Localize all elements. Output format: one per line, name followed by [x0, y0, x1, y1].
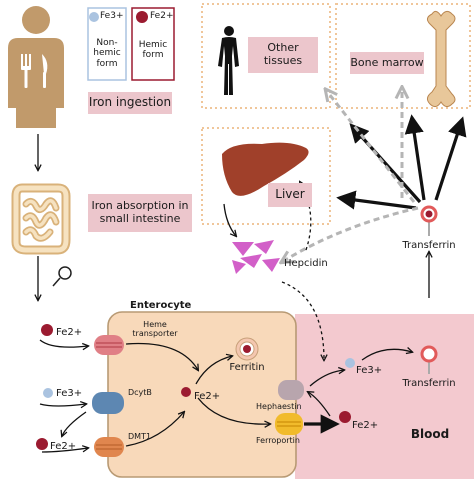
transferrin-icon [420, 205, 438, 236]
blood-label: Blood [410, 427, 450, 441]
bone-marrow-label: Bone marrow [350, 52, 424, 74]
fe2-blood-dot [339, 411, 351, 423]
ferroportin-label: Ferroportin [256, 436, 300, 445]
dmt1-label: DMT1 [128, 432, 152, 441]
hepcidin-to-liver-dashed [300, 182, 312, 251]
enterocyte-arrows [39, 339, 412, 453]
transferrin-top-label: Transferrin [402, 240, 456, 251]
fe3-blood-dot [345, 358, 355, 368]
fe3-left-label: Fe3+ [56, 388, 83, 399]
human-silhouette-icon [218, 26, 239, 95]
fe2-inside-label: Fe2+ [194, 391, 221, 402]
fe2-inside-dot [181, 387, 191, 397]
transferrin-blood-icon [420, 345, 438, 374]
fe3-left-dot [43, 388, 53, 398]
ferroportin-protein [275, 413, 303, 435]
dcytb-protein [92, 392, 124, 414]
hemic-form-label: Hemic form [138, 40, 168, 61]
bone-icon [426, 10, 456, 108]
fe2-ion-label: Fe2+ [150, 11, 174, 21]
other-tissues-box [201, 3, 331, 109]
liver-box [201, 127, 331, 225]
intestine-icon [11, 183, 71, 255]
hephaestin-label: Hephaestin [256, 402, 302, 411]
fe2-left-top-label: Fe2+ [56, 327, 83, 338]
ferritin-icon [235, 337, 259, 361]
fe2-left-bottom-label: Fe2+ [50, 441, 77, 452]
iron-absorption-label: Iron absorption in small intestine [88, 194, 192, 232]
transferrin-blood-label: Transferrin [402, 378, 456, 389]
liver-to-hepcidin-arrow [223, 203, 236, 236]
hepcidin-icon [232, 240, 280, 274]
person-icon [8, 6, 64, 128]
fe2-left-top-dot [41, 324, 53, 336]
fe2-left-bottom-dot [36, 438, 48, 450]
magnifier-icon [52, 266, 72, 287]
hepcidin-label: Hepcidin [284, 258, 328, 269]
enterocyte-label: Enterocyte [130, 300, 192, 311]
fork-icon [21, 54, 31, 88]
nonhemic-form-label: Non-hemic form [93, 38, 121, 69]
dmt1-protein [94, 437, 124, 457]
knife-icon [42, 54, 48, 88]
iron-ingestion-label: Iron ingestion [88, 92, 172, 114]
fe3-ion-dot [89, 12, 99, 22]
fe2-blood-label: Fe2+ [352, 420, 379, 431]
ferritin-label: Ferritin [229, 362, 265, 373]
blood-region [295, 314, 474, 479]
heme-transporter-label: Heme transporter [132, 320, 178, 339]
gray-dashed-arrows [282, 88, 419, 262]
fe3-blood-label: Fe3+ [356, 365, 383, 376]
hepcidin-to-ferroportin-dashed [281, 281, 324, 360]
other-tissues-label: Other tissues [248, 37, 318, 73]
fe3-ion-label: Fe3+ [100, 11, 124, 21]
heme-transporter-protein [94, 335, 124, 355]
fe2-ion-dot [136, 11, 148, 23]
liver-icon [222, 142, 309, 196]
dcytb-label: DcytB [128, 388, 152, 397]
hephaestin-protein [278, 380, 304, 400]
liver-label: Liver [268, 183, 312, 207]
